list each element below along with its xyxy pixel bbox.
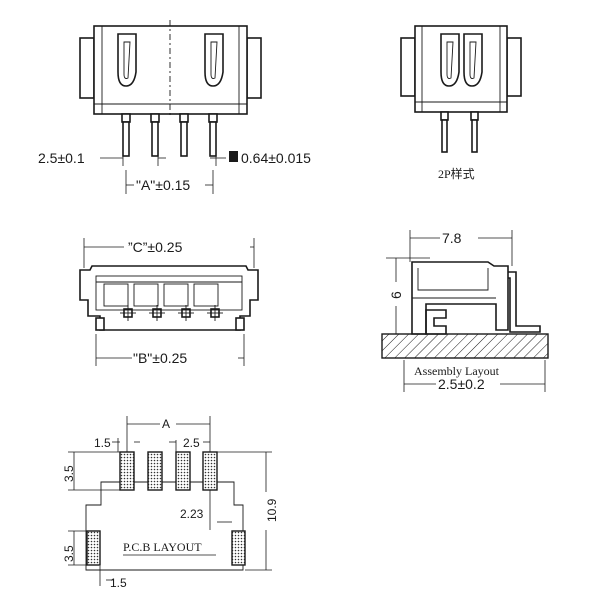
front-pins — [121, 113, 218, 157]
front-right-ear — [246, 37, 262, 99]
label-dim-c: ”C”±0.25 — [128, 239, 183, 255]
front-left-ear — [79, 37, 95, 99]
assembly-view — [381, 230, 549, 392]
label-pin-size: 0.64±0.015 — [241, 150, 311, 166]
label-pcb-1-5-top: 1.5 — [94, 436, 111, 450]
label-dim-b: "B"±0.25 — [133, 350, 187, 366]
top-view — [79, 238, 259, 366]
front-view — [79, 20, 262, 194]
label-pcb-2-5: 2.5 — [183, 436, 200, 450]
label-pcb-2-23: 2.23 — [180, 507, 204, 521]
label-width-7-8: 7.8 — [442, 230, 462, 246]
label-pcb-a: A — [162, 417, 170, 431]
top-pin-marks — [120, 305, 223, 321]
pin-square-marker — [229, 151, 238, 162]
front-latch-right — [204, 33, 224, 87]
view-2p — [400, 25, 522, 153]
pcb-pad-2 — [147, 451, 163, 491]
view2p-housing — [414, 25, 508, 113]
pcb-side-pad-right — [231, 530, 246, 566]
label-offset-2-5: 2.5±0.2 — [438, 376, 485, 392]
pcb-layout-view — [68, 416, 272, 586]
label-pitch-tolerance: 2.5±0.1 — [38, 150, 85, 166]
label-pcb-3-5-bottom: 3.5 — [62, 545, 76, 562]
front-housing — [93, 25, 248, 115]
view2p-left-ear — [400, 37, 416, 97]
label-pcb-10-9: 10.9 — [265, 498, 279, 522]
pcb-board — [381, 333, 549, 359]
label-pcb-3-5-top: 3.5 — [62, 465, 76, 482]
label-pcb-1-5-bottom: 1.5 — [110, 576, 127, 590]
labels: 2.5±0.1 0.64±0.015 "A"±0.15 2P样式 ”C”±0.2… — [38, 150, 500, 590]
label-pcb-layout: P.C.B LAYOUT — [123, 540, 202, 554]
label-height-6: 6 — [388, 291, 404, 299]
label-assembly-layout: Assembly Layout — [414, 364, 500, 378]
label-dim-a: "A"±0.15 — [136, 177, 190, 193]
view2p-right-ear — [506, 37, 522, 97]
pcb-pad-1 — [119, 451, 135, 491]
label-2p-variant: 2P样式 — [438, 166, 475, 181]
pcb-pad-3 — [175, 451, 191, 491]
front-latch-left — [117, 33, 137, 87]
pcb-outline — [85, 481, 244, 571]
pcb-pad-4 — [202, 451, 218, 491]
pcb-side-pad-left — [86, 530, 101, 566]
